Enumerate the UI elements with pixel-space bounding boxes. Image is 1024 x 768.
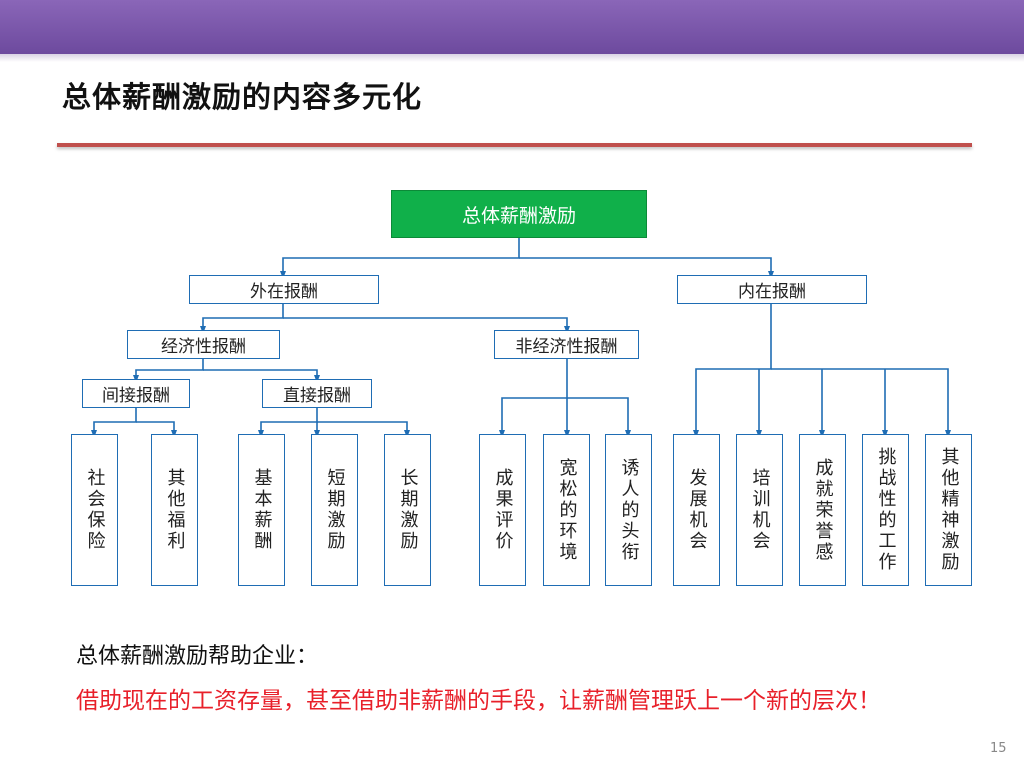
leaf-label: 诱人的头衔: [618, 457, 640, 563]
node-direct-reward: 直接报酬: [262, 379, 372, 408]
node-economic-reward: 经济性报酬: [127, 330, 280, 359]
leaf-label: 发展机会: [686, 468, 708, 552]
node-external-reward: 外在报酬: [189, 275, 379, 304]
leaf-label: 成果评价: [492, 468, 514, 552]
leaf-challenging-work: 挑战性的工作: [862, 434, 909, 586]
leaf-label: 宽松的环境: [556, 457, 578, 563]
leaf-short-term-incentive: 短期激励: [311, 434, 358, 586]
leaf-label: 成就荣誉感: [812, 457, 834, 563]
help-text: 总体薪酬激励帮助企业：: [76, 644, 319, 669]
node-indirect-reward: 间接报酬: [82, 379, 190, 408]
slogan-text: 借助现在的工资存量，甚至借助非薪酬的手段，让薪酬管理跃上一个新的层次！: [76, 688, 881, 714]
node-non-economic-reward: 非经济性报酬: [494, 330, 639, 359]
node-internal-reward: 内在报酬: [677, 275, 867, 304]
node-total-compensation: 总体薪酬激励: [391, 190, 647, 238]
leaf-label: 短期激励: [324, 468, 346, 552]
leaf-attractive-title: 诱人的头衔: [605, 434, 652, 586]
leaf-other-spiritual-incentive: 其他精神激励: [925, 434, 972, 586]
leaf-label: 其他福利: [164, 468, 186, 552]
leaf-label: 社会保险: [84, 468, 106, 552]
leaf-achievement-evaluation: 成果评价: [479, 434, 526, 586]
leaf-label: 培训机会: [749, 468, 771, 552]
leaf-label: 其他精神激励: [938, 447, 960, 573]
page-number: 15: [990, 741, 1007, 756]
leaf-label: 长期激励: [397, 468, 419, 552]
leaf-social-insurance: 社会保险: [71, 434, 118, 586]
leaf-long-term-incentive: 长期激励: [384, 434, 431, 586]
leaf-base-pay: 基本薪酬: [238, 434, 285, 586]
title-underline: [57, 143, 972, 147]
leaf-label: 基本薪酬: [251, 468, 273, 552]
leaf-label: 挑战性的工作: [875, 447, 897, 573]
slide-title: 总体薪酬激励的内容多元化: [62, 80, 423, 114]
leaf-relaxed-environment: 宽松的环境: [543, 434, 590, 586]
leaf-training-opportunity: 培训机会: [736, 434, 783, 586]
leaf-other-welfare: 其他福利: [151, 434, 198, 586]
header-bar: [0, 0, 1024, 54]
header-shadow: [0, 54, 1024, 62]
leaf-development-opportunity: 发展机会: [673, 434, 720, 586]
leaf-sense-of-honor: 成就荣誉感: [799, 434, 846, 586]
